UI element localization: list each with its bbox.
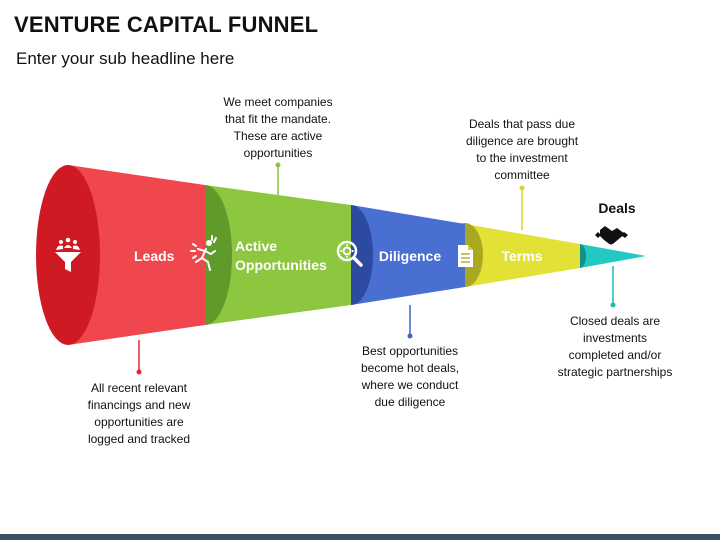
running-person-icon xyxy=(190,235,217,271)
note-diligence-line: where we conduct xyxy=(361,378,459,392)
note-diligence-line: due diligence xyxy=(374,395,446,409)
note-active-line: These are active xyxy=(233,129,323,143)
note-deals: Closed deals are investments completed a… xyxy=(538,313,692,381)
stage-label-active-line2: Opportunities xyxy=(235,257,327,273)
stage-label-active-line1: Active xyxy=(235,238,277,254)
stage-label-terms: Terms xyxy=(502,248,543,264)
handshake-icon xyxy=(595,226,628,245)
note-deals-line: investments xyxy=(582,331,648,345)
note-diligence-line: become hot deals, xyxy=(360,361,460,375)
deals-connector-dot xyxy=(610,302,616,308)
stage-label-leads: Leads xyxy=(134,248,175,264)
terms-connector-dot xyxy=(519,185,525,191)
note-terms-line: diligence are brought xyxy=(465,134,579,148)
note-active: We meet companies that fit the mandate. … xyxy=(203,94,353,162)
note-terms-line: committee xyxy=(494,168,550,182)
note-active-line: We meet companies xyxy=(223,95,333,109)
terms-cone xyxy=(465,224,580,287)
page-subtitle: Enter your sub headline here xyxy=(16,49,235,68)
note-diligence-line: Best opportunities xyxy=(361,344,459,358)
footer-bar xyxy=(0,534,720,540)
note-deals-line: completed and/or xyxy=(568,348,662,362)
page-title: VENTURE CAPITAL FUNNEL xyxy=(14,12,319,37)
note-leads: All recent relevant financings and new o… xyxy=(64,380,214,448)
note-terms-line: Deals that pass due xyxy=(468,117,576,131)
note-terms: Deals that pass due diligence are brough… xyxy=(444,116,600,184)
diligence-connector-dot xyxy=(407,333,413,339)
magnifier-gear-icon xyxy=(336,240,363,267)
stage-deals xyxy=(574,244,646,268)
note-diligence: Best opportunities become hot deals, whe… xyxy=(335,343,485,411)
note-active-line: opportunities xyxy=(243,146,313,160)
note-leads-line: opportunities are xyxy=(94,415,184,429)
stage-label-deals: Deals xyxy=(598,200,636,216)
leads-connector-dot xyxy=(136,369,142,375)
leads-cone xyxy=(68,165,205,345)
connectors xyxy=(136,162,616,375)
note-deals-line: strategic partnerships xyxy=(557,365,673,379)
deals-cone xyxy=(580,244,646,268)
document-icon xyxy=(458,245,473,267)
note-leads-line: All recent relevant xyxy=(90,381,188,395)
funnel-people-icon xyxy=(55,237,81,272)
note-leads-line: financings and new xyxy=(87,398,191,412)
diligence-cone xyxy=(351,205,465,305)
stage-label-diligence: Diligence xyxy=(379,248,441,264)
active-cone xyxy=(205,185,351,325)
note-terms-line: to the investment xyxy=(476,151,568,165)
note-leads-line: logged and tracked xyxy=(87,432,191,446)
note-deals-line: Closed deals are xyxy=(569,314,661,328)
active-connector-dot xyxy=(275,162,281,168)
note-active-line: that fit the mandate. xyxy=(224,112,332,126)
